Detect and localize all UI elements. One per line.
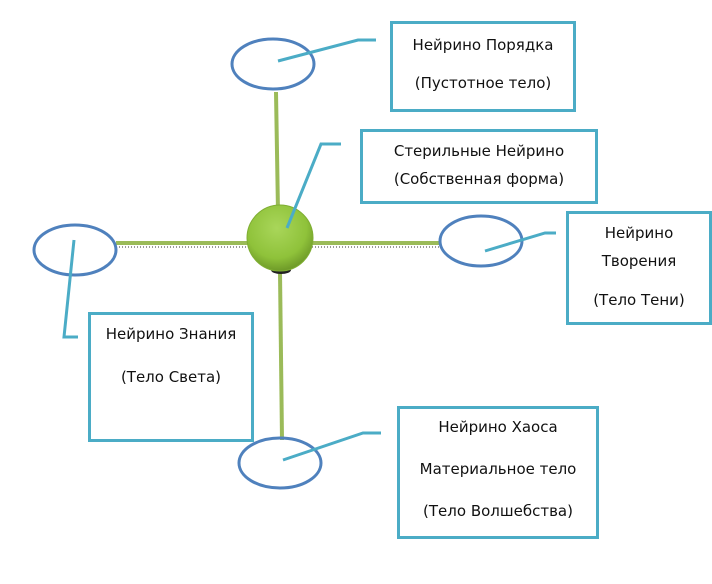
center-node-sterile <box>246 204 314 272</box>
label-box-chaos-neutrino: Нейрино Хаоса Материальное тело (Тело Во… <box>397 406 599 539</box>
chaos-title: Нейрино Хаоса <box>438 418 558 436</box>
creation-title-1: Нейрино <box>604 224 674 242</box>
knowledge-title: Нейрино Знания <box>105 325 237 343</box>
sterile-subtitle: (Собственная форма) <box>393 170 565 188</box>
chaos-subtitle-2: (Тело Волшебства) <box>423 502 573 520</box>
label-box-knowledge-neutrino: Нейрино Знания (Тело Света) <box>88 312 254 442</box>
node-ellipse-order <box>230 37 316 91</box>
creation-subtitle: (Тело Тени) <box>593 291 685 309</box>
creation-title-2: Творения <box>601 252 677 270</box>
chaos-subtitle-1: Материальное тело <box>419 460 577 478</box>
label-box-creation-neutrino: Нейрино Творения (Тело Тени) <box>566 211 712 325</box>
order-subtitle: (Пустотное тело) <box>414 74 552 92</box>
callout-line-order <box>277 38 376 63</box>
axis-line-up <box>274 91 280 213</box>
callout-line-sterile <box>285 142 341 229</box>
knowledge-subtitle: (Тело Света) <box>120 368 222 386</box>
callout-line-chaos <box>282 431 381 462</box>
node-ellipse-creation <box>438 214 524 268</box>
order-title: Нейрино Порядка <box>412 36 554 54</box>
callout-line-knowledge <box>62 239 78 339</box>
node-ellipse-chaos <box>237 436 323 490</box>
axis-line-down <box>278 271 284 441</box>
label-box-sterile-neutrino: Стерильные Нейрино (Собственная форма) <box>360 129 598 204</box>
node-ellipse-knowledge <box>32 223 118 277</box>
label-box-order-neutrino: Нейрино Порядка (Пустотное тело) <box>390 21 576 112</box>
callout-line-creation <box>484 231 556 253</box>
sterile-title: Стерильные Нейрино <box>393 142 565 160</box>
